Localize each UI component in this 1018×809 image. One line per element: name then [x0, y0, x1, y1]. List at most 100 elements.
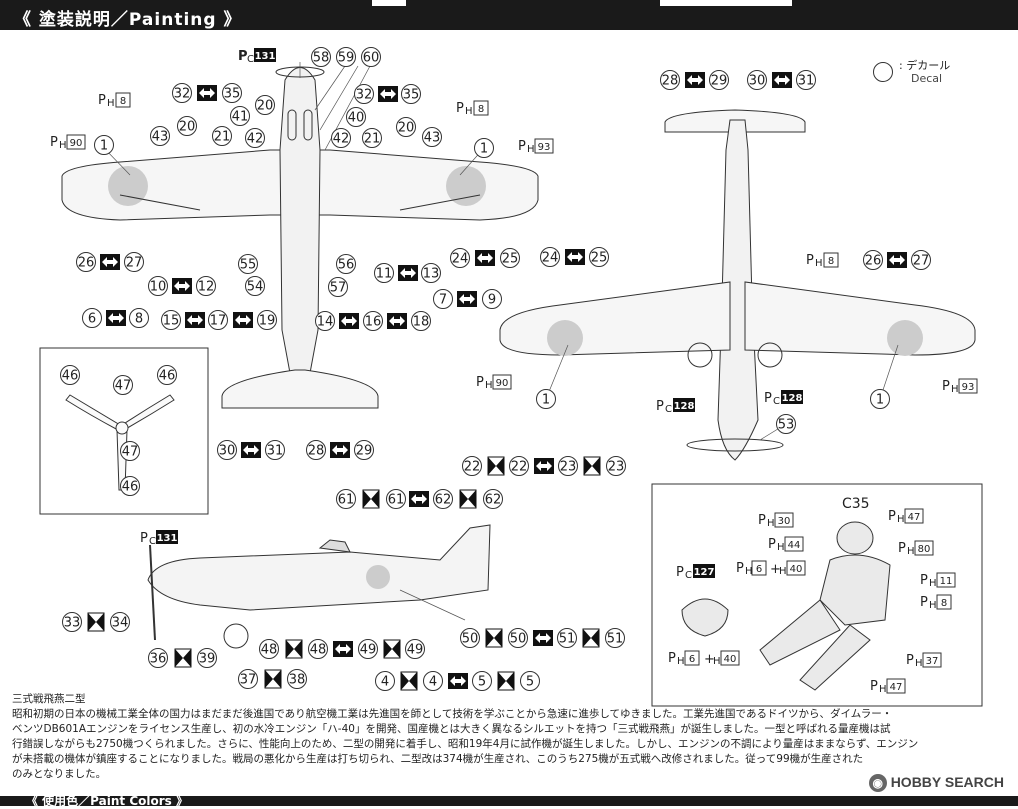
decal-callout-number: 25 [502, 252, 519, 267]
decal-callout-number: 41 [232, 110, 249, 125]
decal-callout-number: 40 [348, 111, 365, 126]
description-line-1: 昭和初期の日本の機械工業全体の国力はまだまだ後進国であり航空機工業は先進国を師と… [12, 708, 893, 720]
decal-callout-number: 58 [313, 51, 330, 66]
decal-callout: 22 [462, 456, 482, 476]
decal-callout: 1 [94, 135, 114, 155]
decal-callout: 36 [148, 648, 168, 668]
section-title: 《 塗装説明／Painting 》 [14, 10, 242, 30]
svg-text:127: 127 [694, 567, 715, 578]
decal-callout: 34 [110, 612, 130, 632]
svg-text:P: P [870, 679, 878, 694]
decal-callout-number: 10 [150, 280, 167, 295]
decal-callout-number: 37 [240, 673, 257, 688]
decal-callout-number: 27 [913, 254, 930, 269]
decal-callout: 17 [208, 310, 228, 330]
decal-callout: 59 [336, 47, 356, 67]
decal-callout: 56 [336, 254, 356, 274]
decal-arrow-icon [197, 85, 217, 101]
propeller-box [39, 347, 209, 515]
decal-callout: 11 [374, 263, 394, 283]
svg-text:H: H [527, 144, 535, 155]
decal-callout: 32 [354, 84, 374, 104]
svg-text:P: P [768, 537, 776, 552]
decal-legend-jp: : デカール [899, 59, 951, 72]
decal-callout: 49 [358, 639, 378, 659]
svg-text:H: H [107, 98, 115, 109]
decal-callout-number: 16 [365, 315, 382, 330]
decal-arrow-icon [233, 312, 253, 328]
decal-callout-number: 46 [122, 480, 139, 495]
decal-callout: 54 [245, 276, 265, 296]
decal-callout: 62 [483, 489, 503, 509]
decal-callout-number: 15 [163, 314, 180, 329]
svg-text:P: P [920, 573, 928, 588]
decal-callout: 35 [222, 83, 242, 103]
svg-text:+: + [770, 562, 781, 577]
decal-flag-icon [362, 489, 380, 509]
svg-text:H: H [907, 546, 915, 557]
svg-text:40: 40 [724, 654, 737, 665]
decal-callout-number: 24 [452, 252, 469, 267]
decal-flag-icon [264, 669, 282, 689]
decal-arrow-icon [330, 442, 350, 458]
decal-callout: 53 [776, 414, 796, 434]
decal-callout: 48 [259, 639, 279, 659]
watermark-text: HOBBY SEARCH [890, 774, 1004, 790]
decal-callout-number: 5 [526, 675, 534, 690]
svg-text:H: H [779, 566, 787, 577]
decal-arrow-icon [241, 442, 261, 458]
decal-circle-icon [873, 62, 893, 82]
decal-arrow-icon [378, 86, 398, 102]
aircraft-top-view [61, 66, 539, 409]
decal-arrow-icon [475, 250, 495, 266]
svg-text:+: + [704, 652, 715, 667]
decal-callout: 20 [255, 95, 275, 115]
decal-callout-number: 26 [78, 256, 95, 271]
decal-callout-number: 62 [435, 493, 452, 508]
decal-callout: 60 [361, 47, 381, 67]
svg-text:131: 131 [157, 533, 178, 544]
decal-callout-number: 38 [289, 673, 306, 688]
svg-text:P: P [888, 509, 896, 524]
decal-callout-number: 24 [542, 251, 559, 266]
decal-flag-icon [497, 671, 515, 691]
svg-text:6: 6 [689, 654, 695, 665]
decal-arrow-icon [533, 630, 553, 646]
svg-text:8: 8 [828, 256, 834, 267]
decal-callout: 55 [238, 254, 258, 274]
decal-callout: 20 [396, 117, 416, 137]
decal-callout-number: 23 [608, 460, 625, 475]
decal-callout-number: 4 [429, 675, 437, 690]
decal-callout-number: 42 [247, 132, 264, 147]
decal-callout: 43 [150, 126, 170, 146]
svg-text:P: P [668, 651, 676, 666]
svg-text:P: P [758, 513, 766, 528]
decal-callout-number: 26 [865, 254, 882, 269]
svg-text:47: 47 [908, 512, 921, 523]
decal-callout-number: 25 [591, 251, 608, 266]
decal-callout-number: 35 [224, 87, 241, 102]
decal-callout: 23 [558, 456, 578, 476]
decal-callout: 50 [508, 628, 528, 648]
decal-callout: 30 [747, 70, 767, 90]
decal-callout: 24 [540, 247, 560, 267]
decal-arrow-icon [339, 313, 359, 329]
svg-text:131: 131 [255, 51, 276, 62]
decal-callout-number: 1 [542, 393, 550, 408]
decal-callout-number: 11 [376, 267, 393, 282]
decal-callout: 41 [230, 106, 250, 126]
decal-callout-number: 8 [135, 312, 143, 327]
svg-text:H: H [745, 566, 753, 577]
description-line-5: のみとなりました。 [12, 768, 107, 780]
decal-flag-icon [459, 489, 477, 509]
decal-callout: 18 [411, 311, 431, 331]
description-line-2: ベンツDB601Aエンジンをライセンス生産し、初の水冷エンジン「ハ-40」を開発… [12, 723, 891, 735]
